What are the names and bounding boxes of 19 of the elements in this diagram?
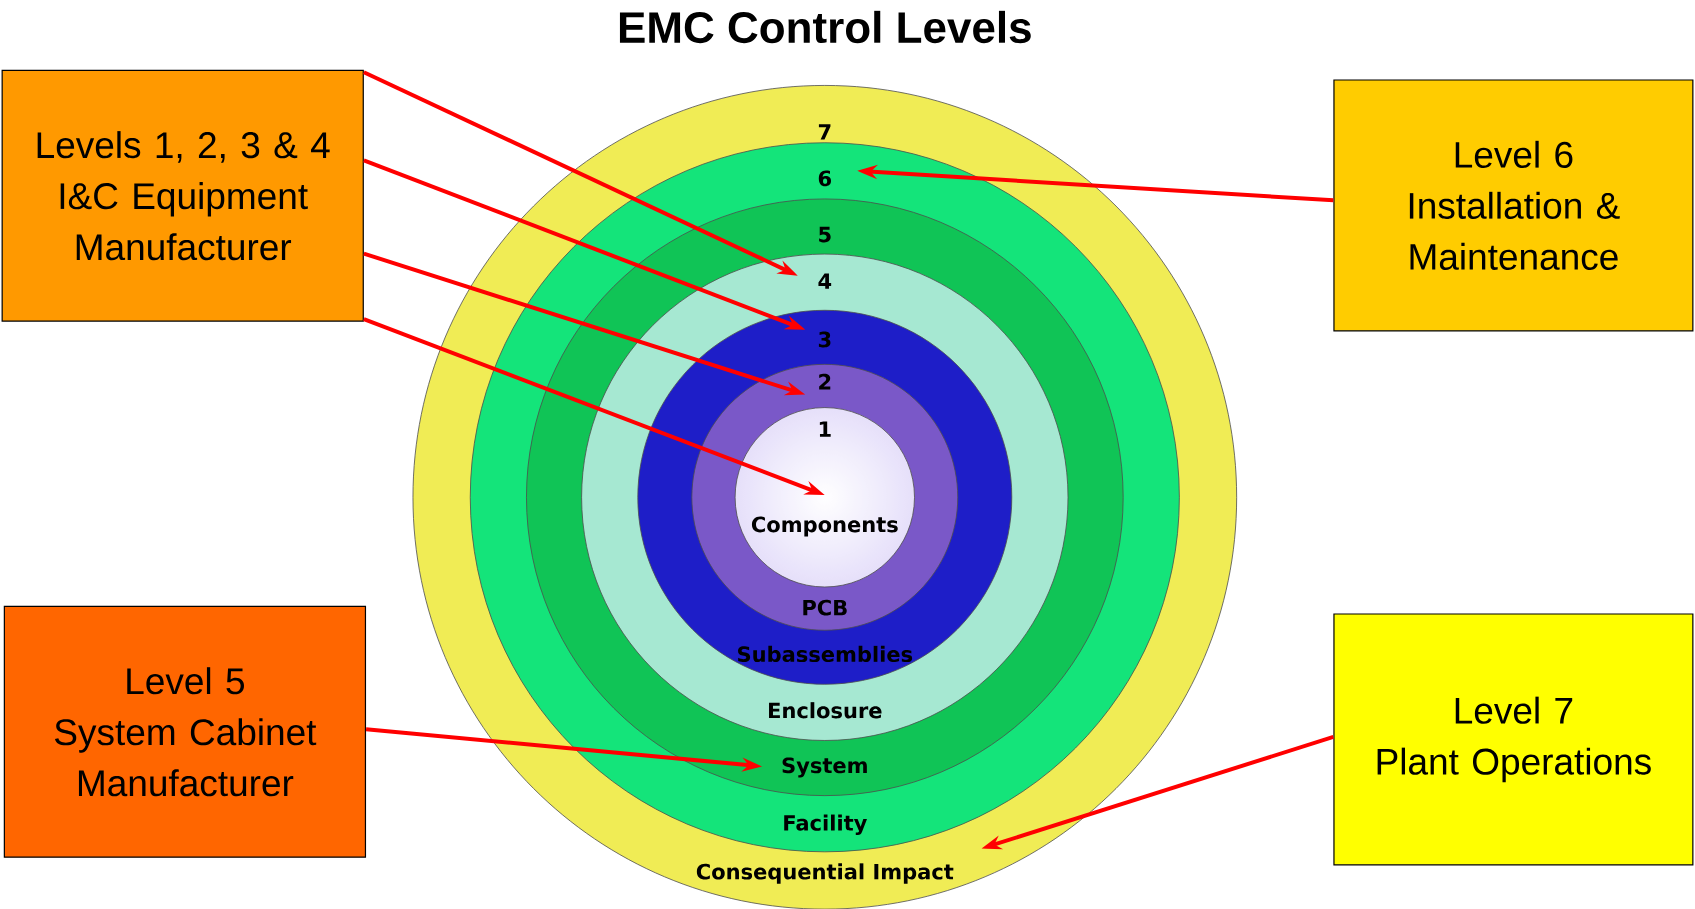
callout-box: Level 5 System Cabinet Manufacturer [3,605,367,858]
ring-label: Subassemblies [738,645,913,663]
ring-number: 7 [818,124,831,140]
callout-box: Level 7 Plant Operations [1333,613,1694,866]
ring-number: 5 [819,226,831,243]
ring-number: 6 [818,170,831,187]
ring-label: Consequential Impact [696,863,954,884]
ring-number: 4 [818,273,832,289]
callout-box: Level 6 Installation & Maintenance [1333,79,1694,332]
ring-label: Facility [784,814,867,836]
title: EMC Control Levels [619,10,1031,44]
ring-label: Enclosure [769,702,882,719]
ring-label: PCB [803,599,847,616]
ring-number: 3 [818,331,831,348]
callout-box: Levels 1, 2, 3 & 4 I&C Equipment Manufacturer [1,69,364,322]
ring-label: Components [751,516,898,537]
ring-label: System [782,757,867,778]
ring-number: 1 [819,421,831,437]
ring-number: 2 [819,373,831,390]
